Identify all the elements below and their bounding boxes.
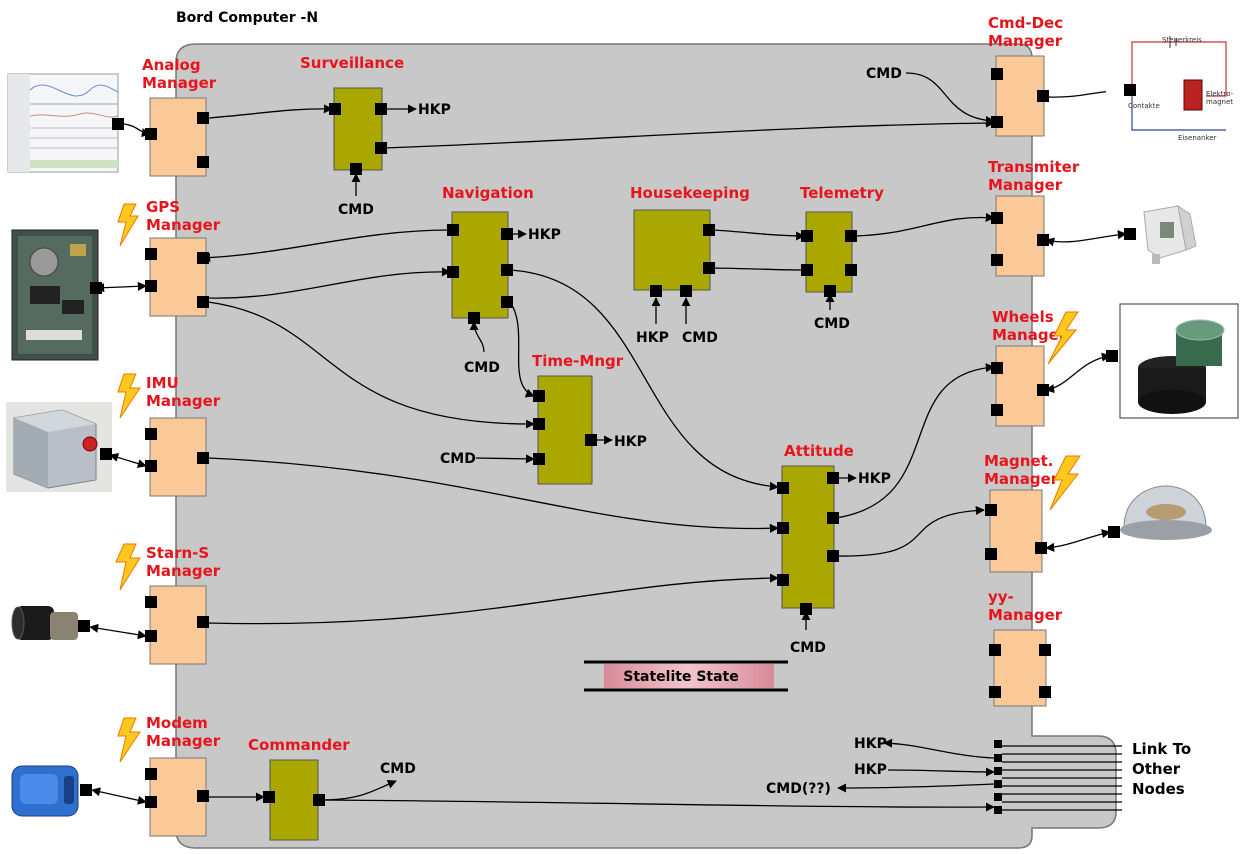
time-mngr-block: [537, 375, 593, 485]
transmitter-manager-block: [995, 195, 1045, 277]
lightning-bolt-icon: [115, 543, 141, 591]
wheels-manager-block: [995, 345, 1045, 427]
housekeeping-block: [633, 209, 711, 291]
attitude-block: [781, 465, 835, 609]
star-sensor-image: [11, 606, 90, 640]
lightning-bolt-icon: [1047, 311, 1079, 365]
modem-manager-block: [149, 757, 207, 837]
svg-text:Steuerkreis: Steuerkreis: [1162, 36, 1202, 44]
magnet-manager-title: Magnet.Manager: [984, 452, 1059, 488]
satellite-state-store: Statelite State: [584, 660, 788, 692]
surveillance-hkp: HKP: [418, 102, 451, 118]
attitude-cmd: CMD: [790, 640, 826, 656]
link-ports: [994, 740, 1002, 814]
telemetry-block: [805, 211, 853, 293]
svg-text:magnet: magnet: [1206, 98, 1233, 106]
starn-s-manager-block: [149, 585, 207, 665]
gps-manager-block: [149, 237, 207, 317]
analog-manager-block: [149, 97, 207, 177]
lightning-bolt-icon: [117, 373, 141, 419]
modem-device-image: [11, 765, 92, 817]
commander-block: [269, 759, 319, 841]
navigation-hkp: HKP: [528, 227, 561, 243]
system-title: Bord Computer -N: [176, 10, 318, 26]
telemetry-title: Telemetry: [800, 184, 884, 202]
gps-board-image: [11, 229, 102, 361]
time-mngr-title: Time-Mngr: [532, 352, 624, 370]
housekeeping-cmd: CMD: [682, 330, 718, 346]
cmd-dec-manager-block: [995, 55, 1045, 137]
surveillance-title: Surveillance: [300, 54, 404, 72]
wires: [89, 72, 1127, 812]
link-hkp-out: HKP: [854, 736, 887, 752]
svg-text:Contakte: Contakte: [1128, 102, 1160, 110]
lightning-bolt-icon: [117, 203, 139, 247]
magnet-manager-block: [989, 489, 1043, 573]
housekeeping-hkp: HKP: [636, 330, 669, 346]
surveillance-cmd: CMD: [338, 202, 374, 218]
svg-text:Eisenanker: Eisenanker: [1178, 134, 1217, 142]
lightning-bolt-icon: [1049, 455, 1081, 511]
imu-box-image: [6, 402, 112, 492]
transmitter-box-image: [1124, 204, 1197, 264]
yy-manager-block: [993, 629, 1047, 707]
imu-manager-block: [149, 417, 207, 497]
commander-cmd: CMD: [380, 761, 416, 777]
signal-labels: HKP CMD CMD HKP CMD HKP CMD CMD HKP CMD …: [338, 66, 902, 797]
commander-title: Commander: [248, 736, 350, 754]
attitude-title: Attitude: [784, 442, 854, 460]
link-hkp-in: HKP: [854, 762, 887, 778]
navigation-title: Navigation: [442, 184, 534, 202]
yy-manager-title: yy-Manager: [988, 588, 1063, 624]
relay-circuit-image: Steuerkreis Elektro- magnet Contakte Eis…: [1106, 34, 1240, 146]
surveillance-block: [333, 87, 383, 171]
link-cmd-unknown: CMD(??): [766, 781, 831, 797]
lightning-bolt-icon: [117, 717, 141, 763]
telemetry-cmd: CMD: [814, 316, 850, 332]
navigation-cmd: CMD: [464, 360, 500, 376]
time-mngr-cmd: CMD: [440, 451, 476, 467]
manager-blocks: [145, 55, 1051, 837]
cmd-dec-cmd-input: CMD: [866, 66, 902, 82]
svg-text:Elektro-: Elektro-: [1206, 90, 1234, 98]
process-blocks: [263, 87, 857, 841]
housekeeping-title: Housekeeping: [630, 184, 750, 202]
magnetometer-dome-image: [1108, 485, 1212, 540]
navigation-block: [451, 211, 509, 319]
lightning-bolts: [115, 203, 1081, 763]
state-label: Statelite State: [623, 669, 738, 685]
attitude-hkp: HKP: [858, 471, 891, 487]
time-mngr-hkp: HKP: [614, 434, 647, 450]
reaction-wheel-image: [1106, 303, 1239, 419]
scope-plot-image: [7, 73, 124, 173]
